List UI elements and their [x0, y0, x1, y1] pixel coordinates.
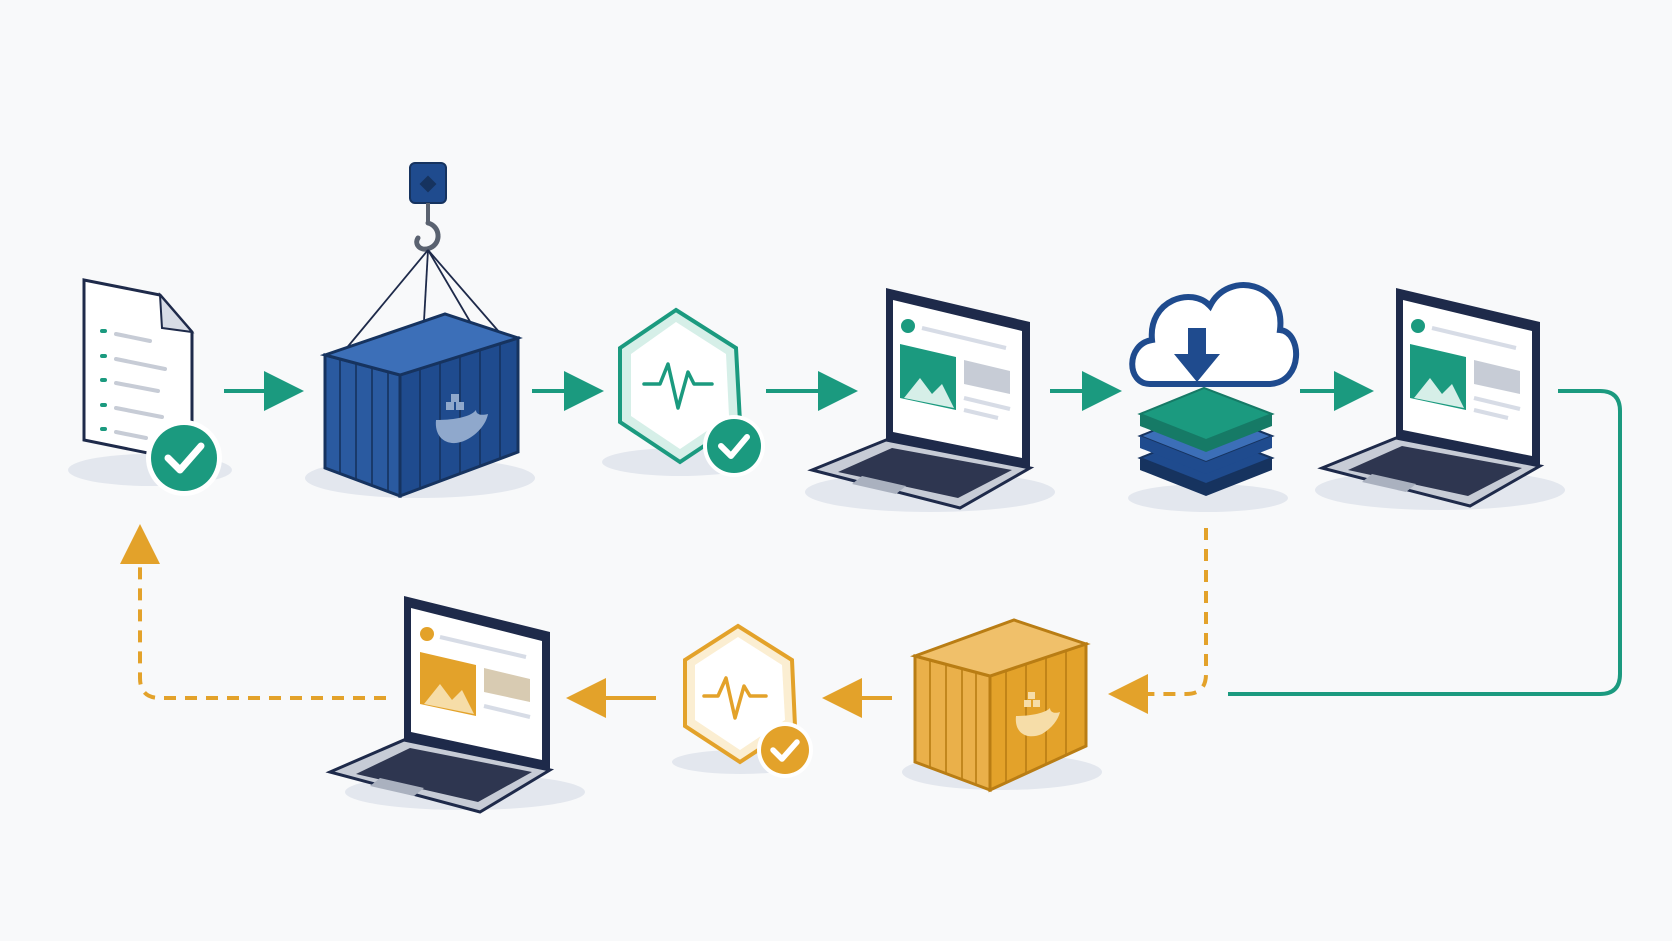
document-check-icon [68, 278, 232, 496]
shield-heartbeat-icon [602, 307, 765, 477]
laptop-rollback-icon [325, 596, 585, 814]
rollback-shield-heartbeat-icon [672, 623, 813, 778]
laptop-preview-icon [805, 288, 1055, 512]
container-icon [902, 618, 1102, 793]
crane-container-icon [305, 162, 535, 499]
forward-arrows [224, 371, 1622, 696]
cloud-download-stack-icon [1128, 282, 1300, 512]
laptop-production-icon [1315, 288, 1565, 510]
rollback-arrows [120, 524, 1208, 718]
